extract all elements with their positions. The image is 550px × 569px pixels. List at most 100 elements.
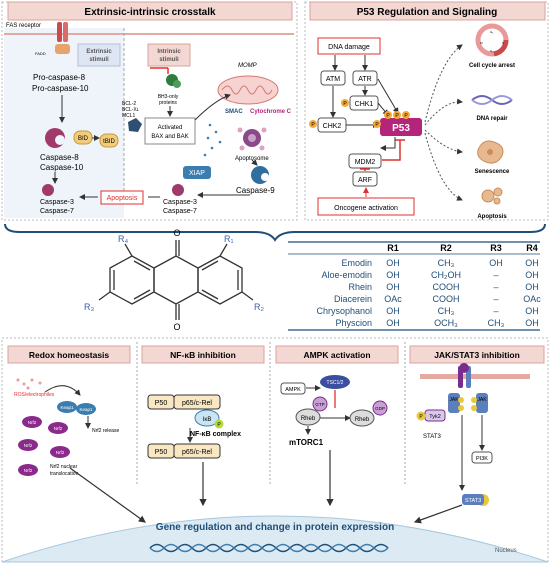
r3-label: R₃	[84, 302, 94, 312]
nrf2-nuclear-label-2: translocation	[50, 471, 79, 477]
top-brace	[4, 223, 546, 242]
outcome-apoptosis: Apoptosis	[477, 214, 507, 220]
fas-receptor-label: FAS receptor	[6, 23, 41, 29]
caspase-7-left: Caspase-7	[40, 208, 74, 215]
nrf2-label: Nrf2	[24, 468, 33, 473]
pro-caspase-10: Pro-caspase-10	[32, 84, 89, 93]
table-cell: OH	[386, 282, 400, 292]
momp-label: MOMP	[238, 63, 257, 69]
table-row-name: Diacerein	[334, 294, 372, 304]
table-header-r1: R1	[387, 243, 399, 253]
caspase-9-label: Caspase-9	[236, 186, 275, 195]
keap1-label-2: Keap1	[79, 407, 93, 412]
table-cell: OCH₃	[434, 318, 458, 328]
bcl2-label: BCL-2	[122, 101, 136, 107]
table-cell: OH	[525, 282, 539, 292]
arf-label: ARF	[358, 177, 372, 184]
gdp-label: GDP	[375, 406, 385, 411]
table-cell: –	[493, 306, 498, 316]
nucleus-text: Gene regulation and change in protein ex…	[156, 522, 394, 533]
svg-text:S: S	[502, 41, 504, 45]
r1-label: R₁	[224, 234, 234, 244]
p53-label: P53	[392, 123, 410, 134]
svg-text:G₂: G₂	[490, 49, 494, 53]
bh3-label-2: proteins	[159, 100, 177, 106]
table-row-name: Physcion	[335, 318, 372, 328]
table-header-r4: R4	[526, 243, 538, 253]
svg-text:Nrf2: Nrf2	[28, 420, 37, 425]
caspase-3-left: Caspase-3	[40, 199, 74, 206]
smac-dots	[203, 123, 222, 157]
chk1-label: CHK1	[355, 101, 374, 108]
smac-label: SMAC	[225, 109, 243, 115]
mitochondria-icon	[217, 75, 279, 105]
table-cell: OH	[386, 318, 400, 328]
apoptosis-icon	[481, 187, 503, 205]
table-cell: CH₃	[488, 318, 505, 328]
extrinsic-label-1: Extrinsic	[86, 49, 112, 55]
chk2-phospho: P	[311, 122, 315, 128]
nfkb-panel: P50 p65/c-Rel IκB P NF-κB complex P50 p6…	[147, 394, 241, 459]
table-cell: –	[493, 282, 498, 292]
phospho-group-jak	[458, 397, 477, 411]
caspase-3-icon-right	[172, 184, 184, 196]
svg-text:Nrf2: Nrf2	[56, 450, 65, 455]
outcome-arrows	[424, 44, 463, 201]
table-cell: –	[493, 270, 498, 280]
outcome-cell-cycle: Cell cycle arrest	[469, 63, 515, 69]
table-cell: OH	[386, 258, 400, 268]
outcome-dna-repair: DNA repair	[476, 116, 508, 122]
table-cell: CH₃	[438, 258, 455, 268]
bh3-protein-icon	[166, 74, 181, 88]
mcl1-label: MCL1	[122, 113, 136, 119]
activated-label-1: Activated	[158, 125, 183, 131]
oxygen-bottom: O	[173, 322, 180, 332]
rheb-gtp-label: GTP	[315, 402, 324, 407]
rheb-left: Rheb	[301, 416, 316, 422]
tbid-label: tBID	[103, 139, 115, 145]
apoptosome-label: Apoptosome	[235, 156, 269, 162]
crosstalk-header-bg	[7, 1, 293, 21]
fadd-label: FADD	[35, 51, 46, 56]
stat3-label-top: STAT3	[423, 434, 441, 440]
table-cell: OH	[525, 318, 539, 328]
nfkb-header: NF-κB inhibition	[170, 350, 236, 360]
table-header-r2: R2	[440, 243, 452, 253]
oxygen-top: O	[173, 228, 180, 238]
crosstalk-panel: Extrinsic-intrinsic crosstalk FAS recept…	[1, 1, 298, 221]
chk2-label: CHK2	[323, 123, 342, 130]
table-cell: OH	[386, 306, 400, 316]
caspase-8-label: Caspase-8	[40, 153, 79, 162]
table-header-r3: R3	[490, 243, 502, 253]
rheb-right: Rheb	[355, 417, 370, 423]
ampk-panel: AMPK TSC1/2 GTP Rheb Rheb GDP mTORC1	[280, 375, 388, 447]
pi3k-label: PI3K	[476, 456, 488, 462]
cell-cycle-icon	[475, 23, 509, 57]
svg-text:p65/c-Rel: p65/c-Rel	[182, 400, 212, 407]
ampk-label: AMPK	[285, 387, 301, 393]
table-row-name: Aloe-emodin	[321, 270, 372, 280]
table-row-name: Chrysophanol	[316, 306, 372, 316]
table-cell: OH	[525, 306, 539, 316]
p53-phospho-group: P P P P	[373, 111, 410, 128]
table-cell: OH	[525, 270, 539, 280]
caspase-8-icon	[45, 128, 65, 148]
tsc-label: TSC1/2	[327, 380, 344, 386]
table-cell: COOH	[433, 282, 460, 292]
svg-text:P: P	[419, 414, 423, 420]
ros-label: ROS/electrophiles	[14, 392, 55, 398]
tyk2-label: Tyk2	[429, 414, 441, 420]
jak-label-left: JAK	[449, 397, 459, 403]
caspase-3-right: Caspase-3	[163, 199, 197, 206]
anthraquinone-structure	[98, 240, 254, 320]
redox-header: Redox homeostasis	[29, 350, 110, 360]
p53-box	[380, 118, 422, 136]
table-row-name: Rhein	[348, 282, 372, 292]
xiap-label: XIAP	[189, 170, 205, 177]
fas-receptor-icon	[55, 22, 70, 54]
table-cell: OH	[525, 258, 539, 268]
ampk-header: AMPK activation	[303, 350, 370, 360]
dna-helix-icon	[149, 543, 389, 553]
activated-label-2: BAX and BAK	[151, 134, 188, 140]
